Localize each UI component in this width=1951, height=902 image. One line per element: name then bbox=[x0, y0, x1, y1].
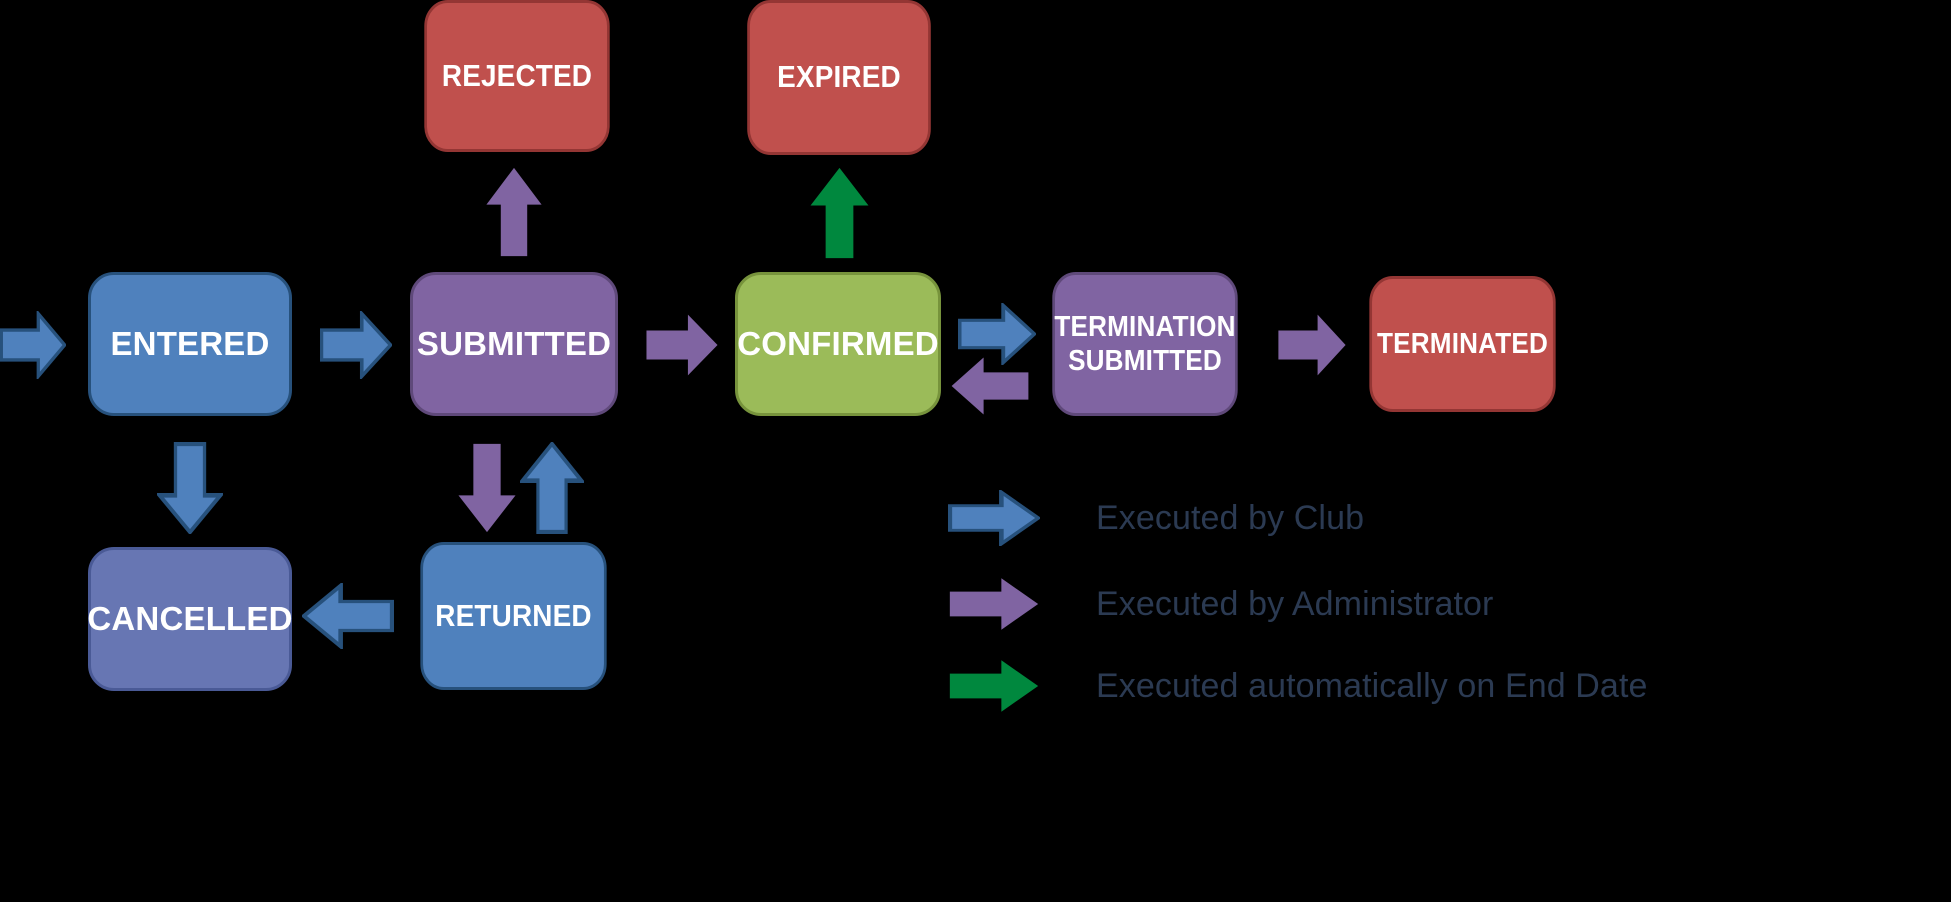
transition-arrow-entered-to-cancelled bbox=[157, 442, 223, 534]
legend-arrow-icon-executed-automatically bbox=[948, 658, 1040, 714]
transition-arrow-termination-submitted-to-confirmed bbox=[950, 355, 1030, 417]
transition-arrow-confirmed-to-expired bbox=[808, 166, 871, 260]
state-node-confirmed[interactable]: CONFIRMED bbox=[735, 272, 941, 416]
state-node-label: EXPIRED bbox=[777, 59, 901, 95]
legend-arrow-icon-executed-by-club bbox=[948, 490, 1040, 546]
state-node-terminated[interactable]: TERMINATED bbox=[1369, 276, 1556, 412]
state-node-submitted[interactable]: SUBMITTED bbox=[410, 272, 618, 416]
legend-label: Executed by Administrator bbox=[1096, 584, 1494, 623]
transition-arrow-submitted-to-confirmed bbox=[645, 312, 719, 378]
state-node-label: CANCELLED bbox=[87, 599, 293, 637]
state-node-returned[interactable]: RETURNED bbox=[420, 542, 607, 690]
transition-arrow-entered-to-submitted bbox=[320, 311, 392, 379]
transition-arrow-confirmed-to-termination-submitted bbox=[958, 303, 1036, 365]
state-node-label: TERMINATION SUBMITTED bbox=[1054, 310, 1236, 377]
state-node-cancelled[interactable]: CANCELLED bbox=[87, 547, 292, 691]
state-node-label: SUBMITTED bbox=[416, 324, 612, 362]
legend-arrow-icon-executed-by-administrator bbox=[948, 576, 1040, 632]
state-node-termination-submitted[interactable]: TERMINATION SUBMITTED bbox=[1052, 272, 1238, 416]
transition-arrow-returned-to-cancelled bbox=[302, 583, 394, 649]
legend-label: Executed automatically on End Date bbox=[1096, 666, 1648, 705]
state-node-label: CONFIRMED bbox=[737, 324, 939, 362]
legend-label: Executed by Club bbox=[1096, 498, 1365, 537]
state-node-label: ENTERED bbox=[110, 324, 270, 362]
transition-arrow-termination-submitted-to-terminated bbox=[1277, 312, 1347, 378]
state-node-expired[interactable]: EXPIRED bbox=[747, 0, 931, 155]
transition-arrow-submitted-to-returned bbox=[456, 442, 518, 534]
state-node-label: TERMINATED bbox=[1377, 327, 1548, 360]
transition-arrow-submitted-to-rejected bbox=[484, 166, 544, 258]
legend-item-executed-by-administrator: Executed by Administrator bbox=[948, 576, 1493, 632]
transition-arrow-start-to-entered bbox=[0, 311, 66, 379]
legend-item-executed-automatically: Executed automatically on End Date bbox=[948, 658, 1648, 714]
legend-item-executed-by-club: Executed by Club bbox=[948, 490, 1364, 546]
state-node-label: REJECTED bbox=[441, 57, 593, 93]
transition-arrow-returned-to-submitted bbox=[520, 442, 584, 534]
state-node-rejected[interactable]: REJECTED bbox=[424, 0, 610, 152]
state-node-label: RETURNED bbox=[435, 597, 592, 633]
state-node-entered[interactable]: ENTERED bbox=[88, 272, 292, 416]
